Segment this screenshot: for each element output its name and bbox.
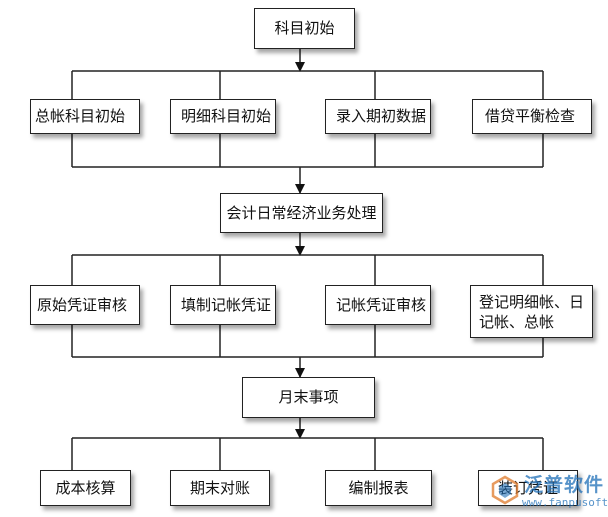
- node-init-general: 总帐科目初始: [30, 99, 140, 134]
- node-review-voucher: 记帐凭证审核: [325, 285, 431, 325]
- node-bind-vouchers: 装订凭证: [478, 470, 578, 506]
- node-cost-accounting: 成本核算: [40, 470, 131, 506]
- node-review-original: 原始凭证审核: [30, 285, 140, 325]
- node-input-opening: 录入期初数据: [325, 99, 431, 134]
- node-prepare-reports: 编制报表: [325, 470, 432, 506]
- node-start: 科目初始: [254, 8, 355, 49]
- node-init-detail: 明细科目初始: [170, 99, 276, 134]
- node-register-books: 登记明细帐、日 记帐、总帐: [470, 285, 593, 338]
- node-balance-check: 借贷平衡检查: [472, 99, 592, 134]
- watermark-url: www.fanpusoft.com: [522, 496, 608, 509]
- node-daily-processing: 会计日常经济业务处理: [220, 193, 383, 233]
- brand-logo-icon: [491, 475, 519, 505]
- node-fill-voucher: 填制记帐凭证: [170, 285, 276, 325]
- node-month-end: 月末事项: [242, 377, 375, 418]
- watermark-brand: 泛普软件: [524, 474, 605, 496]
- node-reconcile: 期末对账: [170, 470, 270, 506]
- watermark: 泛普软件 www.fanpusoft.com: [484, 469, 608, 515]
